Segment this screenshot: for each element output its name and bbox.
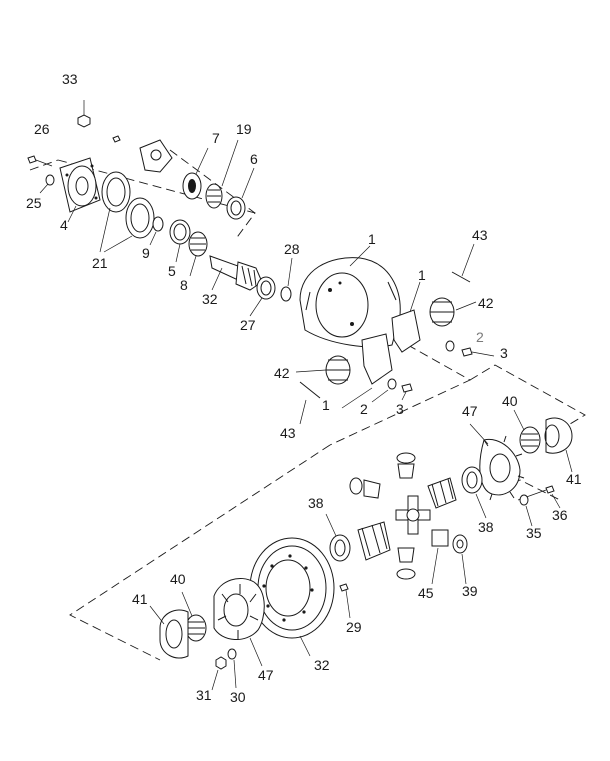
callout-47-right: 47 bbox=[462, 403, 478, 419]
callout-19: 19 bbox=[236, 121, 252, 137]
adjuster-42-upper bbox=[429, 297, 477, 327]
callout-33: 33 bbox=[62, 71, 78, 87]
callout-45: 45 bbox=[418, 585, 434, 601]
callout-1-cap-lower: 1 bbox=[322, 397, 330, 413]
callout-21: 21 bbox=[92, 255, 108, 271]
cup-27 bbox=[249, 276, 276, 317]
callout-9: 9 bbox=[142, 245, 150, 261]
diff-case-half-47-left bbox=[213, 578, 265, 667]
callout-41-left: 41 bbox=[132, 591, 148, 607]
callout-30: 30 bbox=[230, 689, 246, 705]
spider-cross bbox=[395, 495, 431, 535]
callout-43-lower: 43 bbox=[280, 425, 296, 441]
thrust-washer-38-right bbox=[461, 466, 487, 519]
shim-28 bbox=[280, 257, 293, 302]
pinion-nut-33 bbox=[77, 100, 91, 128]
cup-6 bbox=[226, 167, 255, 220]
side-gear-right bbox=[427, 477, 457, 509]
bolt-3-lower bbox=[401, 383, 413, 401]
callout-40-left: 40 bbox=[170, 571, 186, 587]
bolt-26 bbox=[27, 155, 53, 167]
washer-2-upper bbox=[445, 340, 455, 352]
thrust-washer-39 bbox=[452, 534, 468, 585]
nut-31 bbox=[211, 656, 227, 691]
carrier-housing-1 bbox=[299, 245, 401, 348]
cup-41-right bbox=[544, 417, 573, 473]
cotter-pin-43-upper bbox=[451, 243, 475, 283]
callout-39: 39 bbox=[462, 583, 478, 599]
cotter-pin-43-lower bbox=[299, 381, 321, 425]
yoke-7 bbox=[112, 135, 173, 173]
callout-1-cap-upper: 1 bbox=[418, 267, 426, 283]
callout-8: 8 bbox=[180, 277, 188, 293]
callout-43-upper: 43 bbox=[472, 227, 488, 243]
washer-9 bbox=[149, 216, 164, 246]
washer-2-lower bbox=[371, 378, 397, 403]
pinion-gear-32 bbox=[209, 255, 263, 291]
callout-1-housing: 1 bbox=[368, 231, 376, 247]
bearing-19 bbox=[205, 139, 239, 209]
bearing-cap-1-lower bbox=[341, 333, 393, 409]
callout-6: 6 bbox=[250, 151, 258, 167]
pinion-gear-bottom bbox=[396, 547, 416, 580]
callout-32-ring: 32 bbox=[314, 657, 330, 673]
callout-31: 31 bbox=[196, 687, 212, 703]
side-gear-left bbox=[357, 521, 391, 561]
bearing-8 bbox=[188, 231, 208, 277]
washer-25 bbox=[39, 174, 55, 194]
callout-42-upper: 42 bbox=[478, 295, 494, 311]
callout-2-lower: 2 bbox=[360, 401, 368, 417]
bolt-3-upper bbox=[461, 347, 495, 357]
bolt-36 bbox=[517, 485, 561, 509]
pinion-gear-left bbox=[349, 477, 381, 499]
spacer-5 bbox=[169, 219, 191, 263]
callout-29: 29 bbox=[346, 619, 362, 635]
washer-30 bbox=[227, 648, 237, 689]
callout-36: 36 bbox=[552, 507, 568, 523]
seal-7 bbox=[182, 147, 209, 200]
callout-47-left: 47 bbox=[258, 667, 274, 683]
diff-case-half-47-right bbox=[469, 423, 525, 501]
bearing-40-right bbox=[513, 409, 541, 454]
callout-25: 25 bbox=[26, 195, 42, 211]
adjuster-42-lower bbox=[295, 355, 351, 385]
bolt-29 bbox=[339, 583, 351, 619]
callout-4: 4 bbox=[60, 217, 68, 233]
callout-38-right: 38 bbox=[478, 519, 494, 535]
callout-41-right: 41 bbox=[566, 471, 582, 487]
callout-35: 35 bbox=[526, 525, 542, 541]
bearing-cap-1-upper bbox=[391, 281, 421, 353]
callout-3-upper: 3 bbox=[500, 345, 508, 361]
callout-26: 26 bbox=[34, 121, 50, 137]
callout-3-lower: 3 bbox=[396, 401, 404, 417]
cup-41-left bbox=[149, 605, 189, 659]
callout-2-upper: 2 bbox=[476, 329, 484, 345]
callout-28: 28 bbox=[284, 241, 300, 257]
pinion-gear-top bbox=[396, 452, 416, 479]
callout-42-lower: 42 bbox=[274, 365, 290, 381]
shims-21 bbox=[99, 171, 155, 253]
callout-32-pinion: 32 bbox=[202, 291, 218, 307]
callout-40-right: 40 bbox=[502, 393, 518, 409]
callout-27: 27 bbox=[240, 317, 256, 333]
pinion-gear-45 bbox=[431, 529, 449, 585]
flange-4 bbox=[59, 157, 101, 223]
callout-7: 7 bbox=[212, 130, 220, 146]
thrust-washer-38-left bbox=[325, 513, 351, 562]
washer-35 bbox=[519, 494, 533, 527]
callout-5: 5 bbox=[168, 263, 176, 279]
callout-38-left: 38 bbox=[308, 495, 324, 511]
